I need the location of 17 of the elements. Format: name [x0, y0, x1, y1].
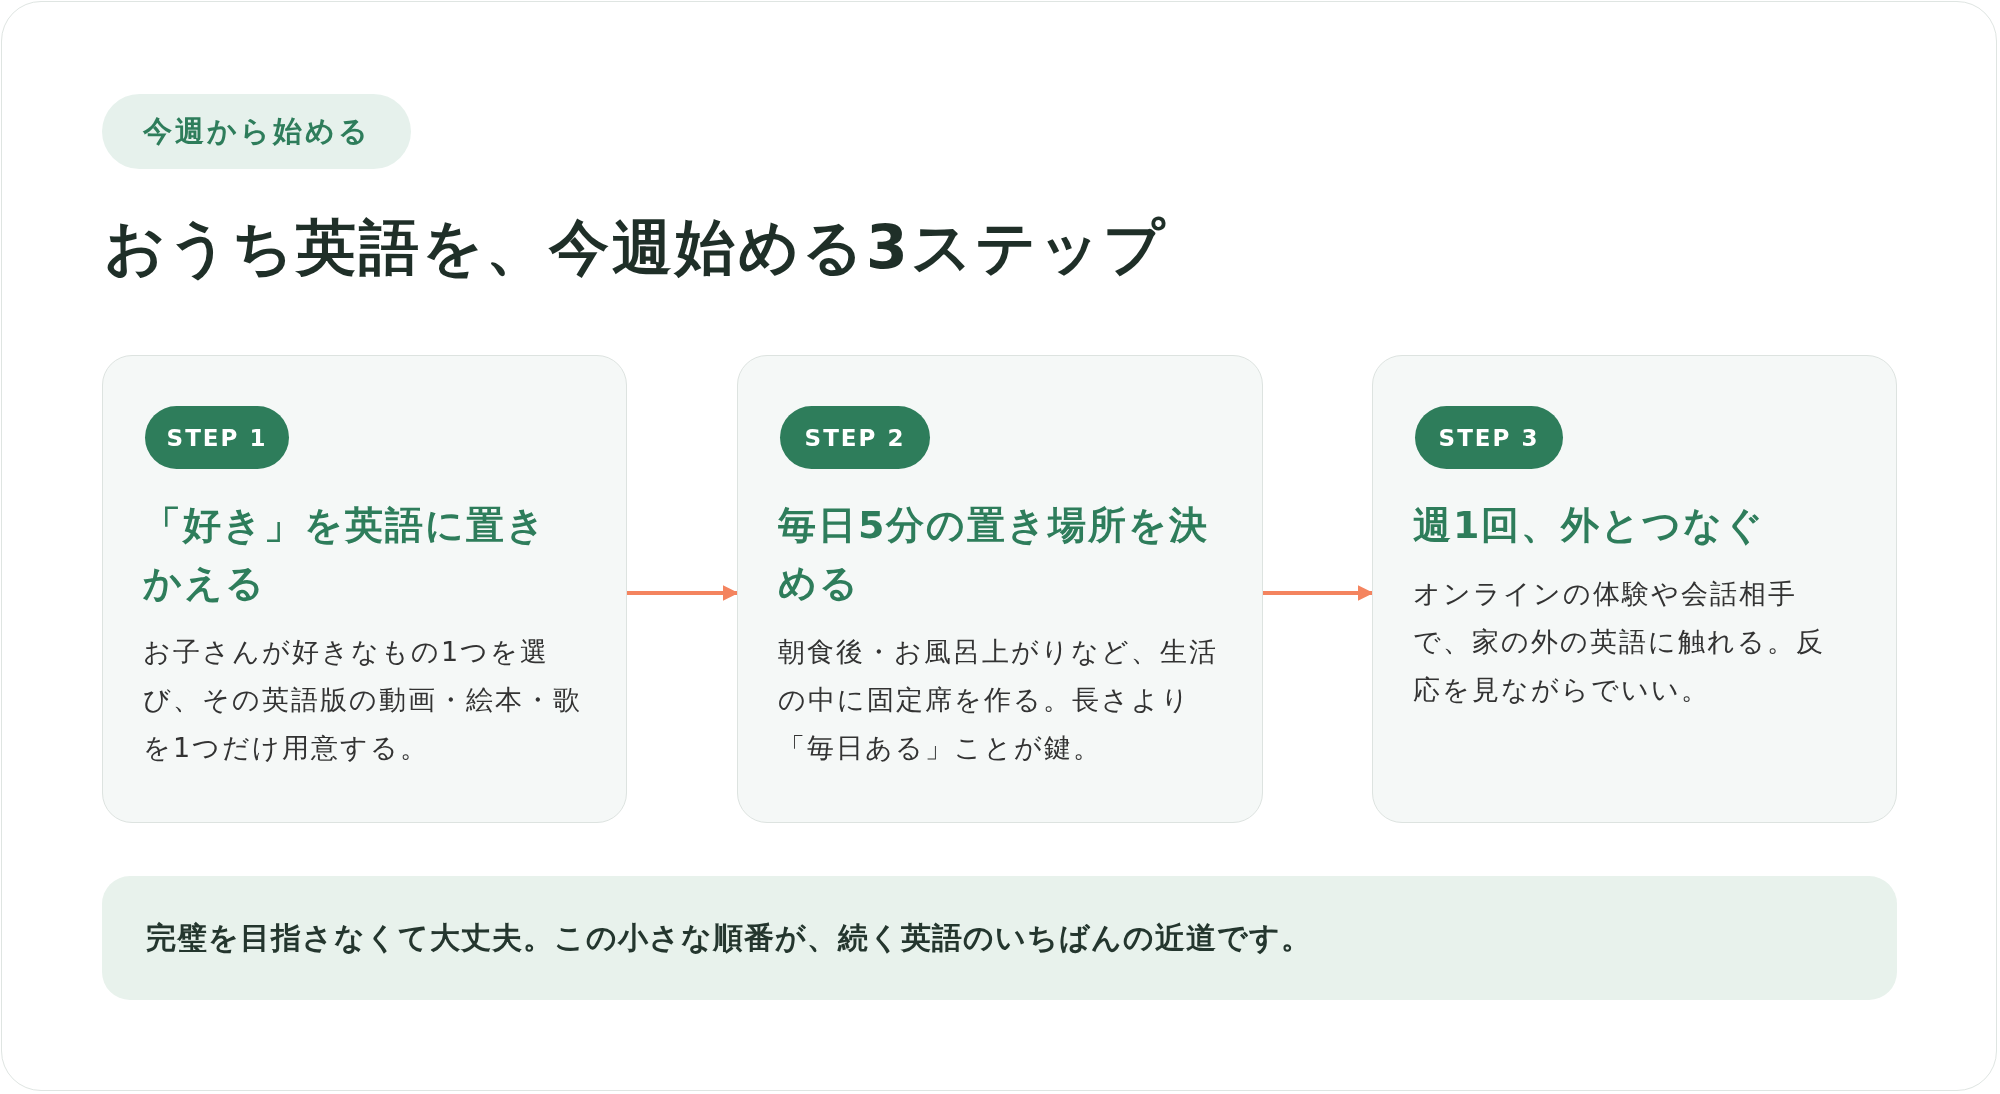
- step-card: [102, 355, 627, 823]
- step-badge: STEP 3: [1415, 406, 1563, 469]
- step-description: オンラインの体験や会話相手で、家の外の英語に触れる。反応を見ながらでいい。: [1413, 577, 1826, 707]
- step-description: 朝食後・お風呂上がりなど、生活の中に固定席を作る。長さより「毎日ある」ことが鍵。: [778, 635, 1218, 765]
- note-text: 完璧を目指さなくて大丈夫。この小さな順番が、続く英語のいちばんの近道です。: [146, 918, 1312, 957]
- step-badge: STEP 1: [145, 406, 289, 469]
- arrow: [627, 585, 739, 601]
- step-description: お子さんが好きなもの1つを選び、その英語版の動画・絵本・歌を1つだけ用意する。: [143, 635, 583, 765]
- tag-badge: 今週から始める: [102, 94, 411, 169]
- step-heading: 毎日5分の置き場所を決める: [778, 502, 1211, 607]
- step-card: [1372, 355, 1897, 823]
- step-heading: 「好き」を英語に置きかえる: [143, 502, 548, 607]
- title: おうち英語を、今週始める3ステップ: [104, 211, 1167, 284]
- step-card: [737, 355, 1263, 823]
- arrow: [1263, 585, 1374, 601]
- step-heading: 週1回、外とつなぐ: [1413, 502, 1767, 549]
- step-badge: STEP 2: [780, 406, 930, 469]
